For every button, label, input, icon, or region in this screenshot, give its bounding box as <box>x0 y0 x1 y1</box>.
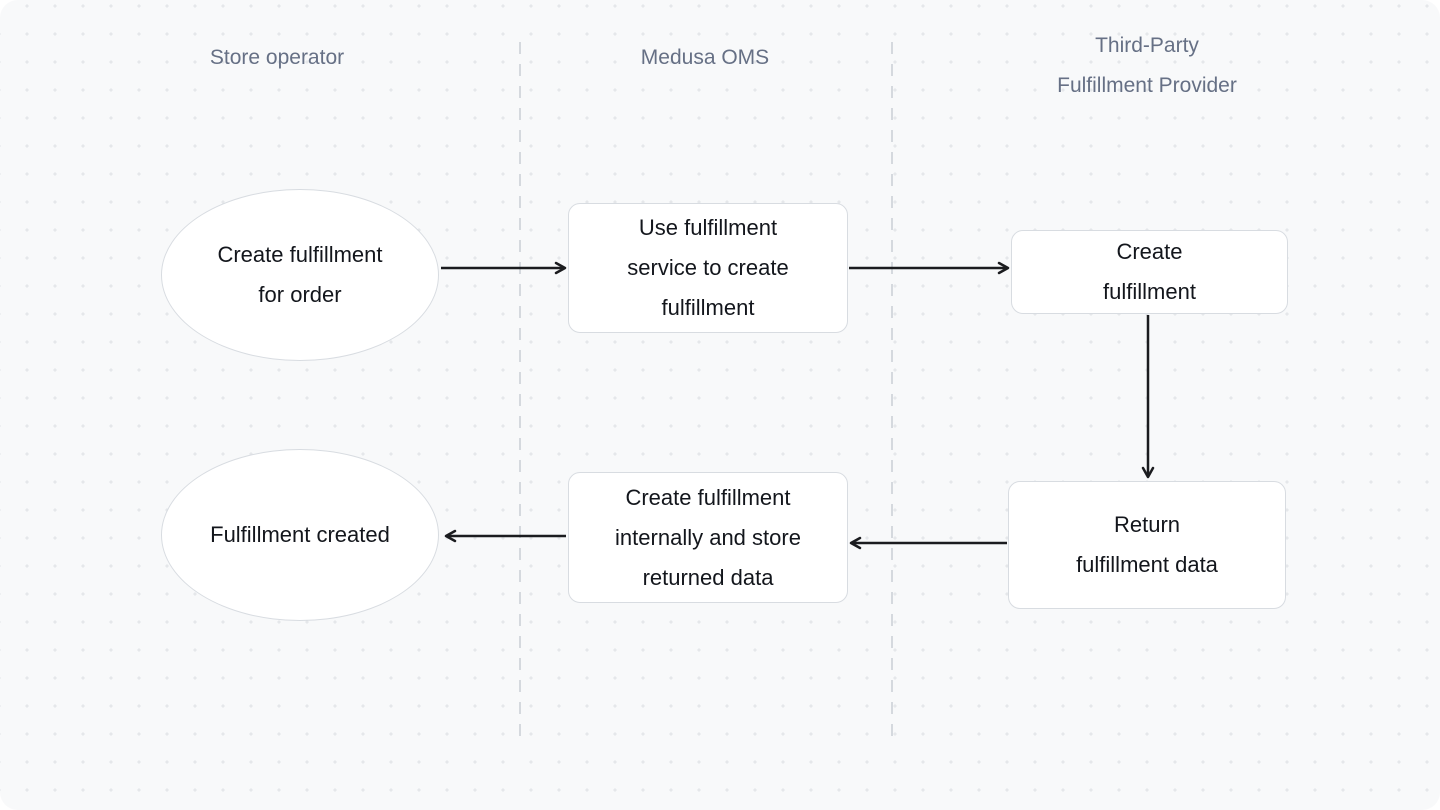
lane-header-label: Medusa OMS <box>640 46 770 69</box>
lane-divider-2 <box>891 42 893 746</box>
node-use-fulfillment-service: Use fulfillment service to create fulfil… <box>568 203 848 333</box>
node-label-line: Create fulfillment <box>625 484 791 510</box>
node-label-line: Fulfillment created <box>210 522 390 547</box>
node-label-line: internally and store <box>615 524 801 550</box>
node-fulfillment-created: Fulfillment created <box>161 449 439 621</box>
lane-header-label: Fulfillment Provider <box>1057 74 1237 97</box>
lane-header-medusa-oms: Medusa OMS <box>641 38 769 78</box>
node-label-line: for order <box>258 282 342 307</box>
node-create-fulfillment-for-order: Create fulfillment for order <box>161 189 439 361</box>
lane-divider-1 <box>519 42 521 746</box>
lane-header-store-operator: Store operator <box>210 38 344 78</box>
node-label-line: Create <box>1116 239 1183 264</box>
node-label-line: returned data <box>642 564 774 590</box>
node-create-fulfillment: Create fulfillment <box>1011 230 1288 314</box>
node-label-line: Use fulfillment <box>638 215 778 240</box>
lane-header-label: Store operator <box>209 46 345 69</box>
node-label-line: fulfillment <box>1103 279 1196 304</box>
node-label-line: fulfillment data <box>1076 552 1218 577</box>
node-label-line: Return <box>1113 512 1181 537</box>
node-label-line: Create fulfillment <box>217 242 383 267</box>
node-create-fulfillment-internally: Create fulfillment internally and store … <box>568 472 848 603</box>
node-label-line: fulfillment <box>661 295 755 320</box>
node-label-line: service to create <box>627 255 789 280</box>
lane-header-label: Third-Party <box>1095 34 1199 57</box>
node-return-fulfillment-data: Return fulfillment data <box>1008 481 1286 609</box>
lane-header-third-party-fulfillment-provider: Third-Party Fulfillment Provider <box>1057 26 1237 106</box>
